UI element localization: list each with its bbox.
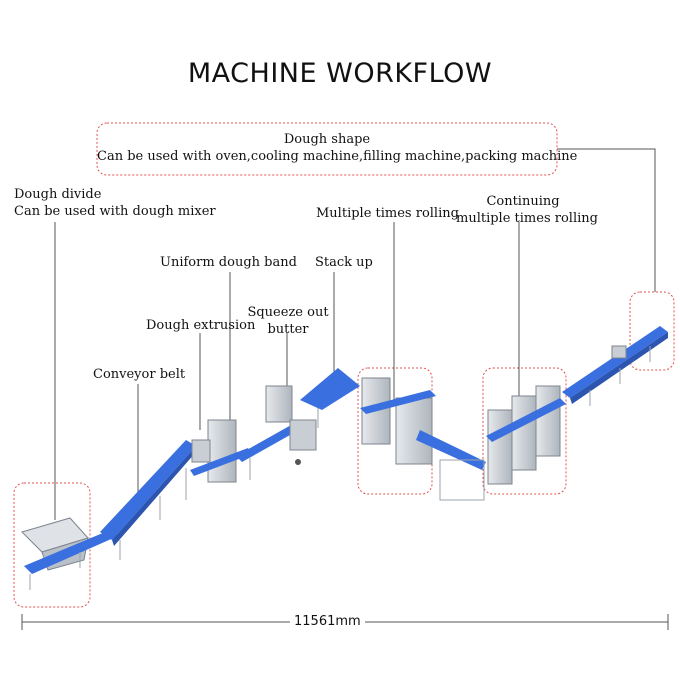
rolling-machine-3: [487, 409, 513, 485]
continuing-rolling-label: Continuing multiple times rolling: [456, 193, 598, 227]
rolling-machine-2: [395, 397, 433, 465]
shape-end-highlight: [629, 291, 675, 371]
extrusion-machine: [207, 419, 237, 483]
dimension-label: 11561mm: [290, 614, 365, 629]
stack-up-label: Stack up: [315, 255, 373, 270]
butter-machine: [265, 385, 293, 423]
dough-shape-title: Dough shape: [283, 132, 371, 147]
rolling-machine-5: [535, 385, 561, 457]
uniform-band-label: Uniform dough band: [160, 255, 297, 270]
conveyor-incline: [100, 440, 196, 540]
shaping-conveyor: [562, 326, 668, 398]
page-title: MACHINE WORKFLOW: [187, 58, 493, 89]
leader-lines: [54, 148, 656, 520]
dough-shape-highlight: [96, 122, 558, 176]
dough-divide-desc: Can be used with dough mixer: [14, 204, 216, 219]
dough-shape-desc: Can be used with oven,cooling machine,fi…: [97, 149, 578, 164]
conveyor-start: [24, 530, 118, 574]
leader-dough-shape: [557, 148, 656, 292]
stack-up-conveyor: [300, 368, 360, 410]
extrusion-label: Dough extrusion: [146, 318, 256, 333]
rolling-highlight: [357, 367, 433, 495]
conveyor-label: Conveyor belt: [93, 367, 186, 382]
squeeze-line-1: Squeeze out: [247, 305, 329, 320]
multiple-rolling-label: Multiple times rolling: [316, 206, 459, 221]
squeeze-line-2: butter: [267, 322, 309, 337]
continuing-line-2: multiple times rolling: [456, 211, 598, 226]
dough-divide-title: Dough divide: [14, 187, 102, 202]
dough-divide-highlight: [13, 482, 91, 608]
squeeze-label: Squeeze out butter: [246, 304, 330, 338]
dough-divide-label: Dough divide Can be used with dough mixe…: [14, 186, 216, 220]
dough-shape-label: Dough shape Can be used with oven,coolin…: [97, 131, 578, 165]
production-line: [21, 326, 668, 590]
rolling-machine-4: [511, 395, 537, 471]
continuing-line-1: Continuing: [486, 194, 560, 209]
